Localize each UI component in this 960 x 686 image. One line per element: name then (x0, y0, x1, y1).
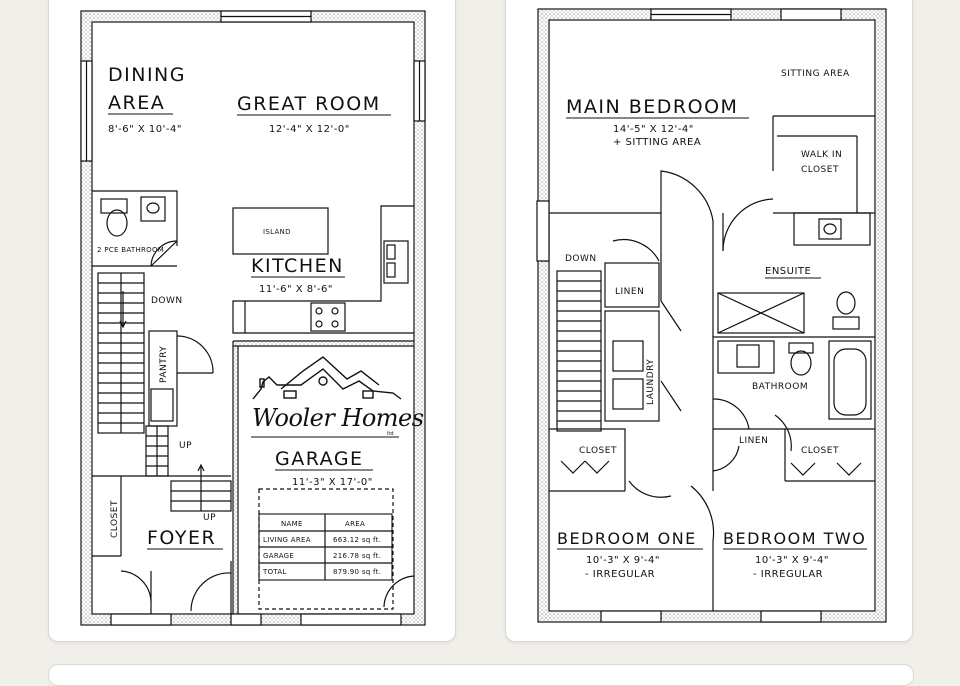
laundry-label: LAUNDRY (646, 359, 656, 405)
bedroom-one-note: - IRREGULAR (585, 569, 655, 580)
upper-staircase (556, 270, 602, 432)
main-bedroom-note: + SITTING AREA (613, 137, 701, 148)
walk-in-label-2: CLOSET (801, 165, 839, 175)
ensuite-label: ENSUITE (765, 266, 811, 277)
great-room-title: GREAT ROOM (237, 93, 381, 115)
staircase (97, 272, 232, 512)
pantry-label: PANTRY (159, 346, 169, 383)
kitchen-cabinets (232, 205, 414, 334)
stairs-down-label: DOWN (565, 254, 597, 264)
bedroom-one-title: BEDROOM ONE (557, 529, 697, 548)
area-table-header-area: AREA (345, 520, 365, 528)
dining-title-1: DINING (108, 64, 186, 86)
bedroom-two-title: BEDROOM TWO (723, 529, 866, 548)
sitting-area-label: SITTING AREA (781, 69, 850, 79)
ground-floor-card: DINING AREA 8'-6" X 10'-4" GREAT ROOM 12… (48, 0, 456, 642)
upper-floor-labels: SITTING AREA MAIN BEDROOM 14'-5" X 12'-4… (557, 69, 867, 580)
kitchen-dimensions: 11'-6" X 8'-6" (259, 284, 333, 295)
area-table-cell: 663.12 sq ft. (333, 536, 381, 544)
bedroom-two-note: - IRREGULAR (753, 569, 823, 580)
upper-floor-card: SITTING AREA MAIN BEDROOM 14'-5" X 12'-4… (505, 0, 913, 642)
main-bedroom-dimensions: 14'-5" X 12'-4" (613, 124, 694, 135)
bathroom-label: 2 PCE BATHROOM (97, 246, 164, 254)
stairs-up-label-2: UP (203, 513, 216, 523)
area-table-cell: 216.78 sq ft. (333, 552, 381, 560)
bedroom-one-dimensions: 10'-3" X 9'-4" (586, 555, 660, 566)
pantry (148, 330, 214, 427)
area-table-cell: GARAGE (263, 552, 294, 560)
ensuite-fixtures (713, 212, 875, 338)
area-table-cell: LIVING AREA (263, 536, 311, 544)
logo-small-text: ltd (387, 431, 394, 437)
logo-wordmark: Wooler Homes (252, 404, 424, 432)
area-table-cell: 879.90 sq ft. (333, 568, 381, 576)
powder-room (92, 190, 178, 267)
walk-in-label-1: WALK IN (801, 150, 842, 160)
bedroom-two-dimensions: 10'-3" X 9'-4" (755, 555, 829, 566)
ground-floor-labels: DINING AREA 8'-6" X 10'-4" GREAT ROOM 12… (97, 64, 424, 576)
exterior-walls (80, 10, 426, 626)
closet-label-1: CLOSET (579, 446, 617, 456)
main-bedroom-title: MAIN BEDROOM (566, 96, 738, 118)
upper-floor-plan: SITTING AREA MAIN BEDROOM 14'-5" X 12'-4… (536, 8, 887, 623)
area-table-header-name: NAME (281, 520, 303, 528)
next-card-edge (48, 664, 914, 686)
stairs-down-label: DOWN (151, 296, 183, 306)
foyer-title: FOYER (147, 527, 216, 549)
linen-label-2: LINEN (739, 436, 768, 446)
linen-label-1: LINEN (615, 287, 644, 297)
closet-label-2: CLOSET (801, 446, 839, 456)
bathroom-label: BATHROOM (752, 382, 808, 392)
area-table-frame (258, 488, 394, 610)
central-hallway (604, 170, 714, 441)
main-bathroom-fixtures (712, 340, 875, 452)
bedroom-walls (549, 428, 875, 611)
logo-house-icon (251, 356, 402, 438)
garage-title: GARAGE (275, 448, 364, 470)
area-table-cell: TOTAL (262, 568, 287, 576)
island-label: ISLAND (263, 228, 291, 236)
garage-dimensions: 11'-3" X 17'-0" (292, 477, 373, 488)
kitchen-title: KITCHEN (251, 255, 344, 277)
great-room-dimensions: 12'-4" X 12'-0" (269, 124, 350, 135)
dining-title-2: AREA (108, 92, 165, 114)
upper-exterior-walls (536, 8, 887, 623)
main-bedroom-walls (549, 115, 875, 252)
closet-label: CLOSET (110, 500, 120, 538)
ground-floor-plan: DINING AREA 8'-6" X 10'-4" GREAT ROOM 12… (80, 10, 426, 626)
dining-dimensions: 8'-6" X 10'-4" (108, 124, 182, 135)
stairs-up-label-1: UP (179, 441, 192, 451)
garage-walls (232, 340, 414, 614)
